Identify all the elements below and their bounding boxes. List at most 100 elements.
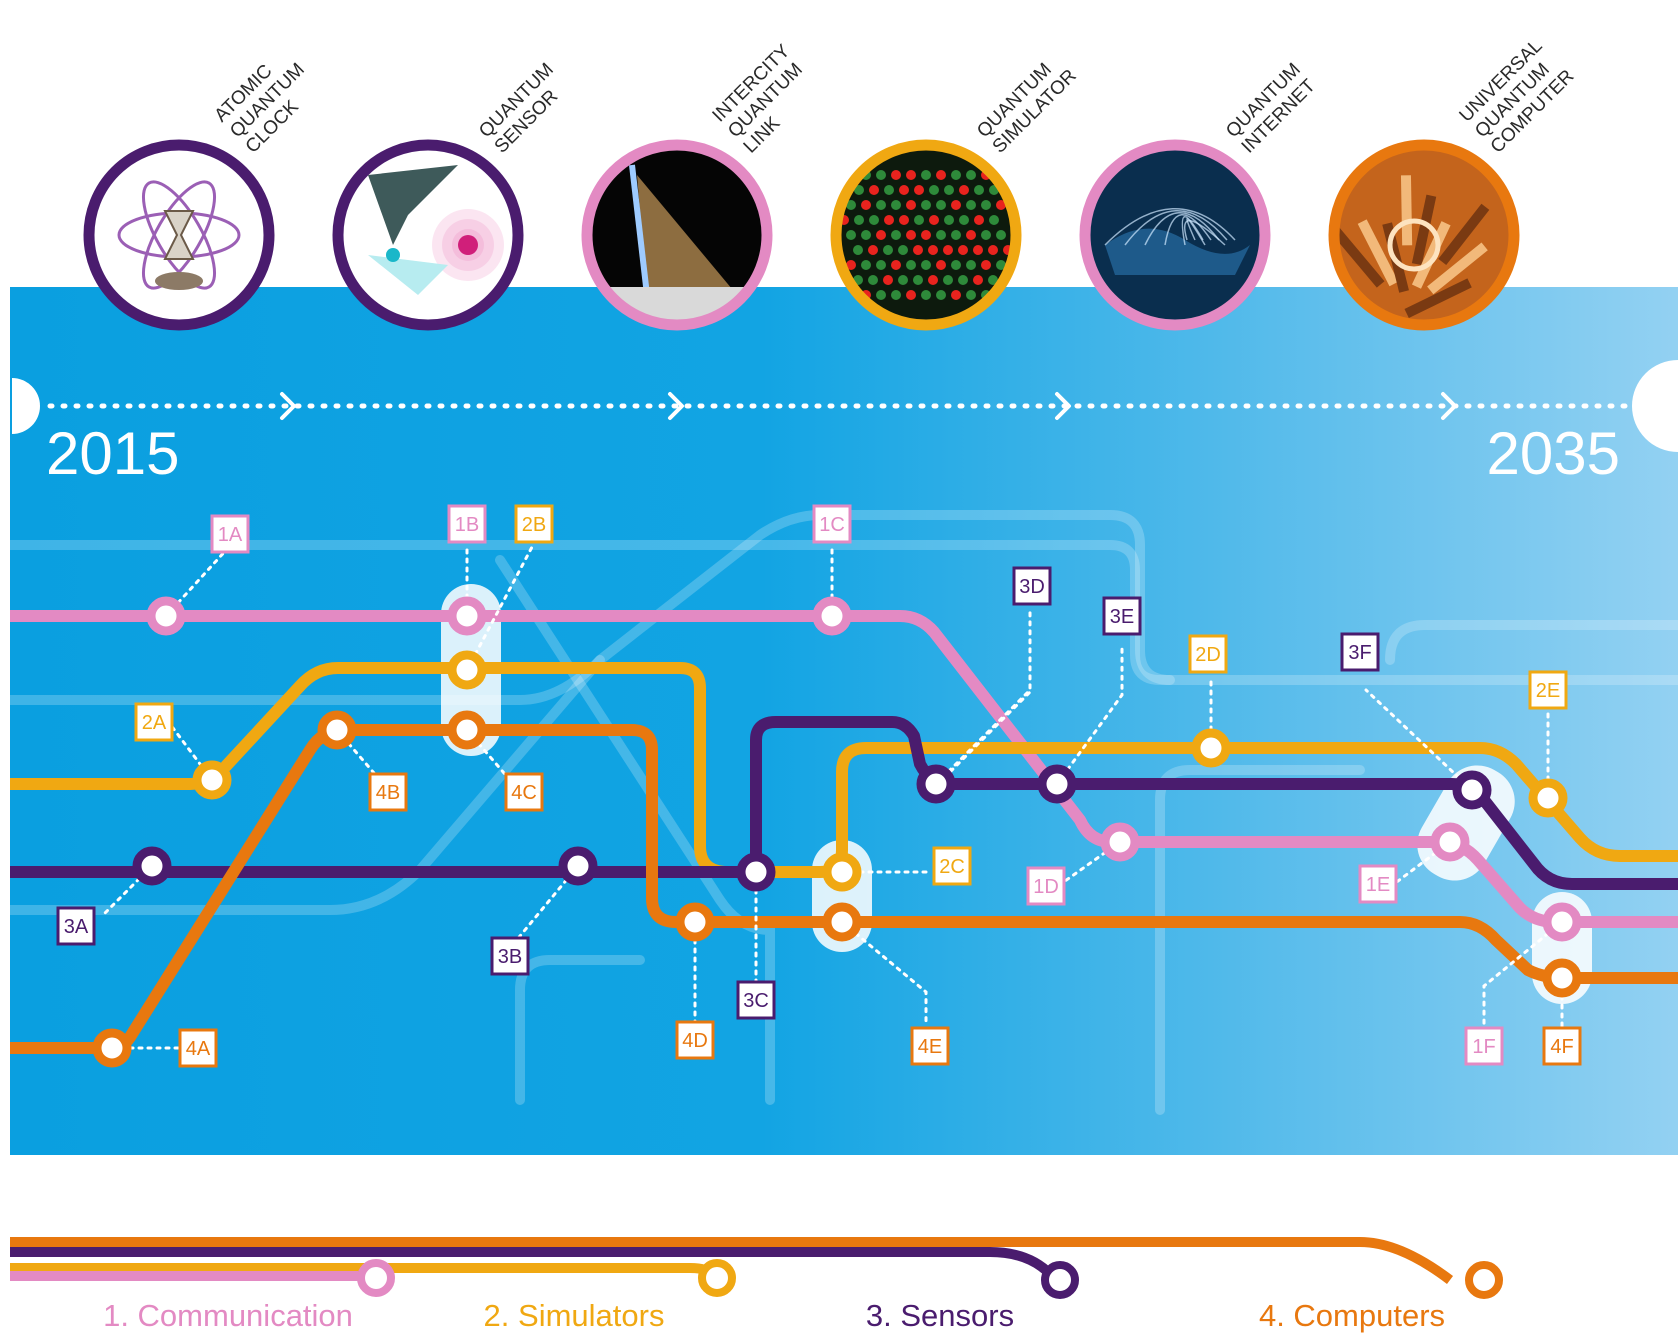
stations	[92, 596, 1582, 1068]
station-label-box	[1026, 866, 1066, 906]
station-label-4c: 4C	[504, 772, 544, 812]
satellite-beam-icon	[587, 145, 767, 325]
station-label-box	[368, 772, 408, 812]
station-dot-2d	[1191, 728, 1231, 768]
station-dot-2a	[192, 760, 232, 800]
station-dot-3f	[1452, 770, 1492, 810]
station-label-box	[178, 1028, 218, 1068]
milestone-ring	[1328, 139, 1520, 331]
station-label-1d: 1D	[1026, 866, 1066, 906]
station-dot-1d	[1100, 822, 1140, 862]
legend-label-communication: 1. Communication	[103, 1298, 353, 1333]
station-label-text: 3E	[1110, 606, 1134, 628]
station-dot-4d	[675, 902, 715, 942]
station-dot-3e	[1037, 764, 1077, 804]
station-label-text: 4F	[1550, 1036, 1573, 1058]
station-label-text: 4B	[376, 782, 400, 804]
legend-label-sensors: 3. Sensors	[866, 1298, 1014, 1333]
milestone-ring	[830, 139, 1022, 331]
station-dot-1e	[1430, 822, 1470, 862]
station-label-text: 3F	[1348, 642, 1371, 664]
station-label-text: 4C	[511, 782, 537, 804]
station-dot-2c	[822, 852, 862, 892]
station-label-text: 4A	[186, 1038, 211, 1060]
station-label-3b: 3B	[490, 936, 530, 976]
station-label-box	[1012, 566, 1052, 606]
station-label-3f: 3F	[1340, 632, 1380, 672]
station-label-2e: 2E	[1528, 670, 1568, 710]
station-dot-3c	[736, 852, 776, 892]
station-label-4a: 4A	[178, 1028, 218, 1068]
station-label-1f: 1F	[1464, 1026, 1504, 1066]
legend-terminus-simulators	[698, 1259, 736, 1297]
station-label-text: 2B	[522, 514, 546, 536]
station-label-box	[1528, 670, 1568, 710]
milestone-ring	[332, 139, 524, 331]
station-dot-4b	[317, 710, 357, 750]
station-label-box	[932, 846, 972, 886]
station-label-2b: 2B	[514, 504, 554, 544]
station-dot-2e	[1528, 778, 1568, 818]
milestone-ring	[83, 139, 275, 331]
station-label-text: 1C	[819, 514, 845, 536]
station-dot-4e	[822, 902, 862, 942]
station-label-box	[56, 906, 96, 946]
station-label-text: 1B	[455, 514, 479, 536]
station-label-box	[736, 980, 776, 1020]
station-label-3a: 3A	[56, 906, 96, 946]
station-label-text: 2A	[142, 712, 167, 734]
milestone-ring	[1079, 139, 1271, 331]
station-label-text: 3B	[498, 946, 522, 968]
station-label-box	[1102, 596, 1142, 636]
station-label-box	[1464, 1026, 1504, 1066]
legend-terminus-computers	[1465, 1261, 1503, 1299]
milestone-ring	[581, 139, 773, 331]
station-dot-4f	[1542, 958, 1582, 998]
station-label-4d: 4D	[675, 1020, 715, 1060]
station-label-1e: 1E	[1358, 864, 1398, 904]
legend-label-computers: 4. Computers	[1259, 1298, 1445, 1333]
station-label-box	[134, 702, 174, 742]
station-label-box	[490, 936, 530, 976]
station-label-text: 2C	[939, 856, 965, 878]
line-computers	[10, 724, 1678, 1054]
station-label-1a: 1A	[210, 514, 250, 554]
station-label-4e: 4E	[910, 1026, 950, 1066]
station-label-box	[514, 504, 554, 544]
legend: 1. Communication 2. Simulators 3. Sensors 4…	[10, 1237, 1503, 1333]
station-label-box	[910, 1026, 950, 1066]
station-label-1c: 1C	[812, 504, 852, 544]
station-label-text: 3C	[743, 990, 769, 1012]
station-dot-1a	[146, 596, 186, 636]
station-label-text: 1A	[218, 524, 243, 546]
station-label-box	[1340, 632, 1380, 672]
station-label-box	[675, 1020, 715, 1060]
station-dot-1c	[812, 596, 852, 636]
station-label-text: 4D	[682, 1030, 708, 1052]
station-dot-1f	[1542, 902, 1582, 942]
timeline-arrow	[12, 360, 1678, 452]
legend-line-computers	[10, 1237, 1454, 1284]
station-label-2c: 2C	[932, 846, 972, 886]
station-label-box	[447, 504, 487, 544]
legend-terminus-communication	[357, 1259, 395, 1297]
end-year: 2035	[1487, 420, 1620, 487]
station-label-3d: 3D	[1012, 566, 1052, 606]
station-label-text: 3A	[64, 916, 89, 938]
legend-label-simulators: 2. Simulators	[484, 1298, 665, 1333]
station-dot-3d	[916, 764, 956, 804]
station-label-text: 3D	[1019, 576, 1045, 598]
station-label-box	[1542, 1026, 1582, 1066]
station-label-4f: 4F	[1542, 1026, 1582, 1066]
